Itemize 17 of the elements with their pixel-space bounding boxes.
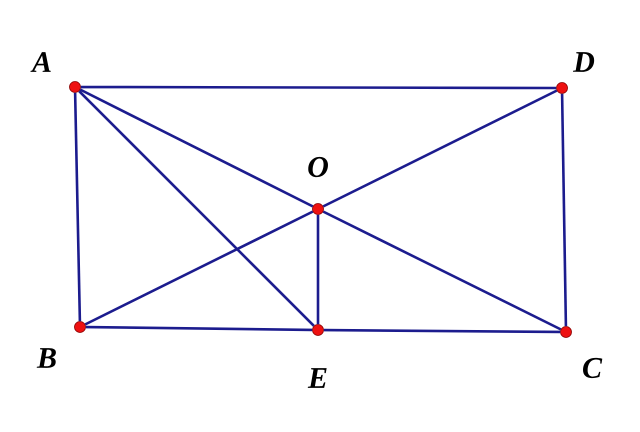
point-label: B [36, 348, 56, 368]
line-segment [324, 328, 560, 334]
line-segment [74, 92, 82, 322]
line-segment [322, 210, 562, 331]
point-label: E [308, 368, 327, 388]
line-segment [78, 90, 315, 327]
point-label: O [308, 156, 328, 178]
point-label: D [572, 52, 594, 72]
point-label: A [30, 52, 51, 72]
line-segment [316, 214, 320, 324]
line-segment [80, 86, 556, 90]
point-label: C [583, 358, 602, 378]
line-segment [560, 94, 568, 326]
line-segment [322, 89, 558, 208]
line-segment [84, 210, 314, 326]
line-segment [86, 326, 312, 332]
line-segment [80, 88, 314, 208]
